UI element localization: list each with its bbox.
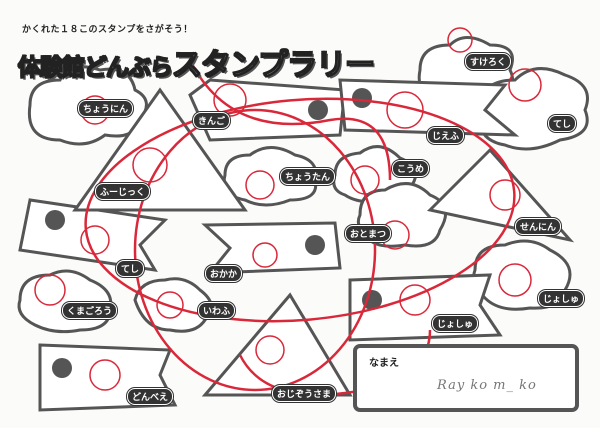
stamp-label: くまごろう	[62, 302, 118, 319]
stamp-label: おかか	[205, 265, 243, 282]
name-label: なまえ	[369, 358, 399, 369]
stamp-label: きんご	[193, 112, 231, 129]
subtitle: かくれた１８このスタンプをさがそう！	[22, 25, 193, 35]
stamp-label: こうめ	[392, 160, 430, 177]
stamp-label: じょしゅ	[432, 315, 479, 332]
stamp-label: じえふ	[427, 127, 465, 144]
stamp-label: てし	[116, 260, 145, 277]
kabuto-shape	[72, 87, 248, 212]
stamp-label: じょしゅ	[538, 290, 585, 307]
stamp-label: どんべえ	[127, 388, 174, 405]
stamp-label: ちょうたん	[280, 168, 336, 185]
stamp-label: ちょうにん	[78, 100, 134, 117]
handwritten-name: Ray ko m_ ko	[437, 378, 537, 393]
title-main: スタンプラリー	[171, 47, 376, 84]
name-field[interactable]: なまえ Ray ko m_ ko	[353, 344, 579, 412]
koinobori-flag	[201, 221, 342, 275]
koinobori-flag	[338, 78, 520, 137]
stamp-label: てし	[548, 115, 577, 132]
stamp-label: いわふ	[198, 302, 236, 319]
stamp-label: せんにん	[515, 218, 562, 235]
stamp-label: おじぞうさま	[272, 385, 337, 402]
page-title: 体験館どんぶらスタンプラリー	[17, 40, 376, 84]
stamp-label: ふーじっく	[95, 183, 151, 200]
kabuto-shape	[426, 147, 575, 243]
stamp-label: おとまつ	[345, 225, 392, 242]
stamp-label: すけろく	[465, 53, 512, 70]
title-prefix: 体験館どんぶら	[17, 54, 174, 82]
